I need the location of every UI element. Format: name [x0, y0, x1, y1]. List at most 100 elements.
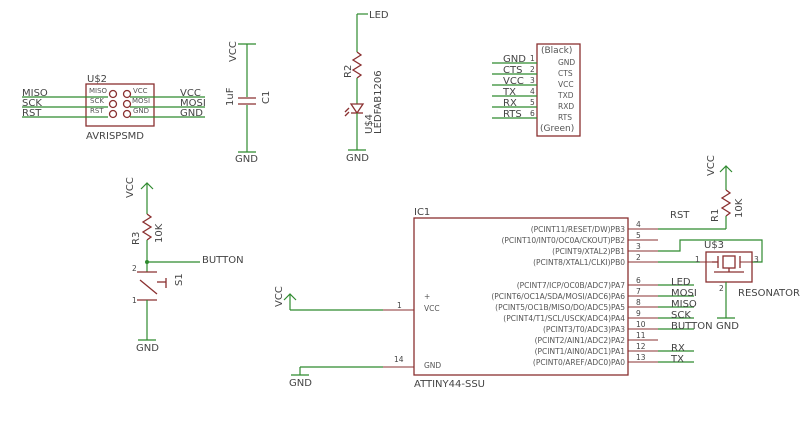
ic1-pin-label: (PCINT5/OC1B/MISO/DO/ADC5)PA5 — [495, 303, 625, 312]
net-label-vcc: VCC — [180, 88, 201, 99]
c1-value: 1uF — [225, 87, 236, 106]
u2-pad — [108, 109, 118, 119]
ftdi-net-rts: RTS — [503, 109, 522, 120]
ic1-pin-num: 5 — [636, 231, 641, 240]
ic1-pin-label: (PCINT4/T1/SCL/USCK/ADC4)PA4 — [503, 314, 625, 323]
ic1-net-miso: MISO — [671, 299, 697, 310]
u2-isp-header: U$2 MISO SCK RST VCC MOSI GND MISO SCK R… — [22, 74, 206, 142]
s1-name: S1 — [174, 273, 185, 286]
ftdi-pinnum: 4 — [530, 87, 535, 96]
vcc-arrow — [719, 165, 733, 173]
led-net-label: LED — [369, 10, 389, 21]
r2-resistor — [351, 51, 363, 79]
ic1-pin-label: (PCINT0/AREF/ADC0)PA0 — [533, 358, 625, 367]
ftdi-pin-rts: RTS — [558, 113, 572, 122]
ic1-pin-vcc: VCC — [424, 304, 440, 313]
ic1-pin-label: (PCINT10/INT0/OC0A/CKOUT)PB2 — [501, 236, 625, 245]
net-label-gnd: GND — [180, 108, 203, 119]
ftdi-top-label: (Black) — [541, 46, 572, 56]
ic1-pin-num: 3 — [636, 242, 641, 251]
u2-body — [85, 83, 155, 127]
ftdi-header: (Black) (Green) GND CTS VCC TX RX RTS 1 … — [492, 43, 581, 137]
u2-pin-rst: RST — [90, 107, 104, 115]
vcc-arrow — [140, 182, 154, 190]
ic1-pin-num: 4 — [636, 220, 641, 229]
ftdi-pinnum: 6 — [530, 109, 535, 118]
r3-value: 10K — [154, 223, 165, 243]
ic1-pin-label: (PCINT2/AIN1/ADC2)PA2 — [535, 336, 626, 345]
ftdi-pin-vcc: VCC — [558, 80, 574, 89]
xtal-crystal — [722, 255, 736, 269]
button-net-label: BUTTON — [202, 255, 244, 266]
ic1-pin-num: 7 — [636, 287, 641, 296]
ftdi-pinnum: 5 — [530, 98, 535, 107]
sw-pin1: 1 — [132, 296, 137, 305]
led-block: LED R2 U$4 LEDFAB1206 GND — [343, 10, 389, 164]
net-label-mosi: MOSI — [180, 98, 206, 109]
u2-pin-vcc: VCC — [133, 87, 148, 95]
u2-pad — [108, 89, 118, 99]
button-block: VCC R3 10K BUTTON 2 1 S1 GND — [125, 177, 244, 354]
ic1-net-mosi: MOSI — [671, 288, 697, 299]
ic1-pin-label: (PCINT1/AIN0/ADC1)PA1 — [535, 347, 626, 356]
net-label-sck: SCK — [22, 98, 42, 109]
ic1-vcc-net: VCC — [274, 286, 285, 307]
u2-pin-gnd: GND — [133, 107, 149, 115]
c1-vcc-label: VCC — [228, 41, 239, 62]
r3-resistor — [141, 213, 153, 241]
u3-pin3: 3 — [754, 255, 759, 264]
u2-pad — [108, 99, 118, 109]
vcc-arrow — [283, 293, 297, 301]
led-part: LEDFAB1206 — [373, 70, 384, 134]
c1-gnd-label: GND — [235, 154, 258, 165]
ic1-pin-num: 10 — [636, 320, 646, 329]
wire-xtal2 — [658, 239, 763, 263]
net-label-miso: MISO — [22, 88, 48, 99]
r3-name: R3 — [131, 232, 142, 245]
led-arrow — [344, 107, 350, 113]
led-diode — [349, 103, 365, 115]
ftdi-bottom-label: (Green) — [540, 124, 574, 134]
ic1-pin-num: 1 — [397, 301, 402, 310]
ic1-net-tx: TX — [670, 354, 684, 365]
ic1-plus: + — [424, 292, 430, 301]
u3-pin2: 2 — [719, 284, 724, 293]
u2-pin-mosi: MOSI — [132, 97, 150, 105]
u2-pin-sck: SCK — [90, 97, 104, 105]
ic1-net-rst: RST — [670, 210, 690, 221]
r1-name: R1 — [710, 209, 721, 222]
u3-name: U$3 — [704, 240, 724, 251]
r1-pullup: VCC R1 10K — [706, 155, 745, 229]
ftdi-pinnum: 3 — [530, 76, 535, 85]
ic1-pin-label: (PCINT7/ICP/OC0B/ADC7)PA7 — [517, 281, 625, 290]
c1-capacitor: VCC 1uF C1 GND — [225, 41, 272, 165]
u2-name: U$2 — [87, 74, 107, 85]
ic1-name: IC1 — [414, 207, 430, 218]
ic1-pin-label: (PCINT9/XTAL2)PB1 — [552, 247, 625, 256]
ftdi-body — [536, 43, 581, 137]
r2-name: R2 — [343, 65, 354, 78]
u2-pad — [122, 109, 132, 119]
sw-lever — [139, 279, 158, 295]
ftdi-net-gnd: GND — [503, 54, 526, 65]
u2-pin-miso: MISO — [89, 87, 108, 95]
ftdi-pin-gnd: GND — [558, 58, 575, 67]
led-gnd-label: GND — [346, 153, 369, 164]
ic1-pin-num: 14 — [394, 355, 404, 364]
ic1-pin-num: 2 — [636, 253, 641, 262]
btn-gnd-label: GND — [136, 343, 159, 354]
u3-part: RESONATOR — [738, 288, 800, 299]
ic1-part: ATTINY44-SSU — [414, 379, 485, 390]
u3-gnd-label: GND — [716, 321, 739, 332]
btn-vcc-label: VCC — [125, 177, 136, 198]
ic1-pin-label: (PCINT6/OC1A/SDA/MOSI/ADC6)PA6 — [491, 292, 625, 301]
ic1-pin-label: (PCINT3/T0/ADC3)PA3 — [543, 325, 625, 334]
ftdi-net-vcc: VCC — [503, 76, 524, 87]
ic1-net-rx: RX — [671, 343, 685, 354]
net-label-rst: RST — [22, 108, 42, 119]
ftdi-pinnum: 2 — [530, 65, 535, 74]
ftdi-net-rx: RX — [503, 98, 517, 109]
led-name: U$4 — [364, 114, 375, 134]
ic1-attiny44: IC1 ATTINY44-SSU VCC 1 + VCC GND 14 GND … — [274, 207, 763, 390]
